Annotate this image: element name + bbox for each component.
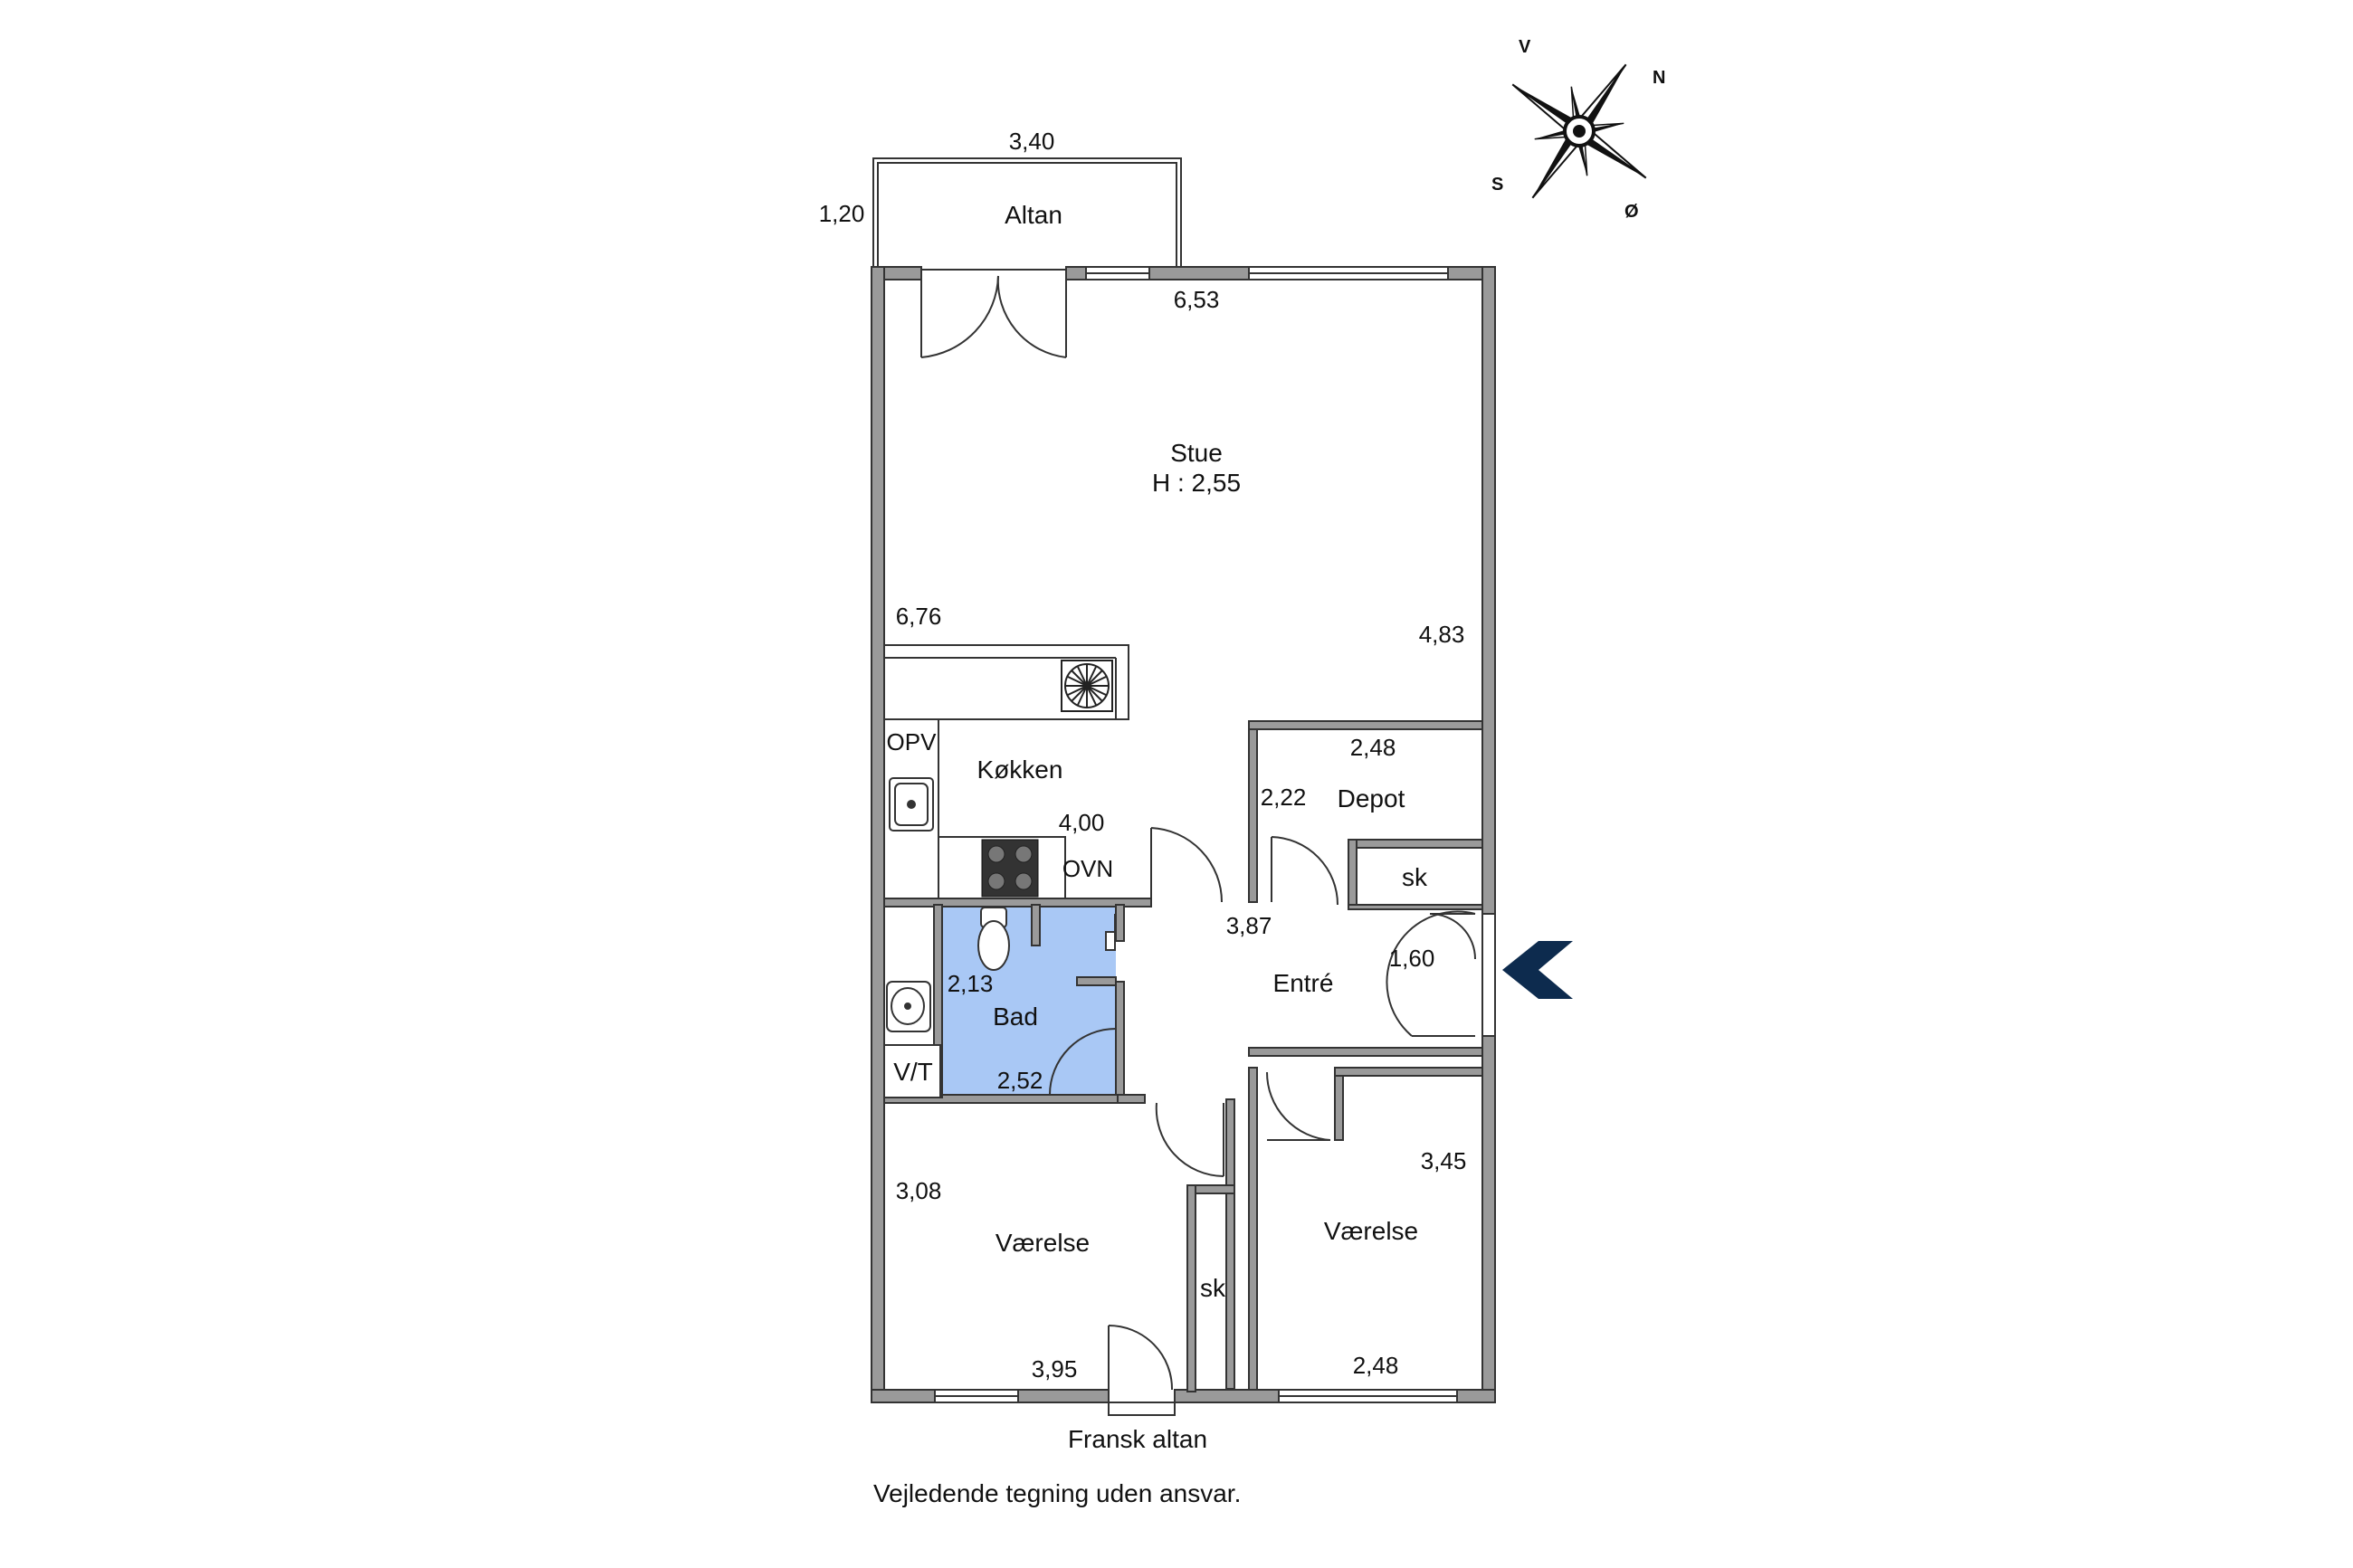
- dim-depot-width: 2,48: [1350, 734, 1396, 761]
- compass-south-label: S: [1491, 175, 1503, 195]
- balcony: [872, 157, 1182, 271]
- bathroom-floor: [941, 905, 1116, 1098]
- room-label-bad: Bad: [993, 1003, 1038, 1031]
- washbasin-icon: [886, 981, 931, 1032]
- dim-altan-depth: 1,20: [819, 200, 865, 227]
- dim-vaerelse-left-height: 3,08: [896, 1177, 942, 1204]
- room-label-sk-entre: sk: [1402, 863, 1428, 891]
- room-label-kokken: Køkken: [977, 755, 1063, 784]
- dim-depot-height: 2,22: [1261, 784, 1307, 811]
- dim-stue-right: 4,83: [1419, 621, 1465, 648]
- room-label-vaerelse-left: Værelse: [996, 1229, 1090, 1257]
- dim-bad-height: 2,13: [948, 970, 994, 997]
- dim-stue-width: 6,53: [1174, 286, 1220, 313]
- room-label-altan: Altan: [1005, 201, 1062, 229]
- dim-stue-left: 6,76: [896, 603, 942, 630]
- dim-entre-height: 1,60: [1389, 945, 1435, 972]
- dim-vaerelse-left-width: 3,95: [1032, 1355, 1078, 1383]
- room-label-sk-vaerelse: sk: [1200, 1274, 1226, 1302]
- kitchen-sink-icon: [889, 777, 934, 832]
- dim-vaerelse-right-width: 2,48: [1353, 1352, 1399, 1379]
- dim-altan-width: 3,40: [1009, 128, 1055, 155]
- fransk-altan-label: Fransk altan: [1068, 1425, 1207, 1453]
- cooktop-icon: [981, 839, 1039, 898]
- room-label-entre: Entré: [1273, 969, 1334, 997]
- dim-vaerelse-right-height: 3,45: [1421, 1147, 1467, 1174]
- outer-walls: [871, 266, 1496, 1403]
- room-label-stue-height: H : 2,55: [1152, 469, 1241, 497]
- washer-dryer-area: [883, 1044, 941, 1098]
- interior-walls: [883, 720, 1483, 1392]
- dim-kokken-width: 4,00: [1059, 809, 1105, 836]
- room-label-stue: Stue: [1170, 439, 1223, 467]
- entrance-chevron-icon: [1502, 941, 1573, 999]
- shower-head-icon: [1105, 914, 1116, 951]
- room-label-opv: OPV: [887, 728, 938, 755]
- disclaimer: Vejledende tegning uden ansvar.: [873, 1479, 1241, 1507]
- compass-east-label: Ø: [1624, 202, 1639, 222]
- room-label-depot: Depot: [1338, 784, 1405, 813]
- compass-rose-icon: [1511, 63, 1647, 199]
- dim-bad-width: 2,52: [997, 1067, 1043, 1094]
- doors: [920, 273, 1496, 1391]
- room-label-vt: V/T: [893, 1058, 933, 1086]
- compass-north-label: N: [1653, 68, 1665, 88]
- room-label-vaerelse-right: Værelse: [1324, 1217, 1418, 1245]
- exhaust-fan-icon: [1061, 660, 1113, 712]
- dim-entre-width: 3,87: [1226, 912, 1272, 939]
- compass-west-label: V: [1519, 37, 1531, 57]
- windows: [934, 266, 1458, 1416]
- toilet-icon: [977, 907, 1010, 971]
- room-label-ovn: OVN: [1062, 855, 1113, 882]
